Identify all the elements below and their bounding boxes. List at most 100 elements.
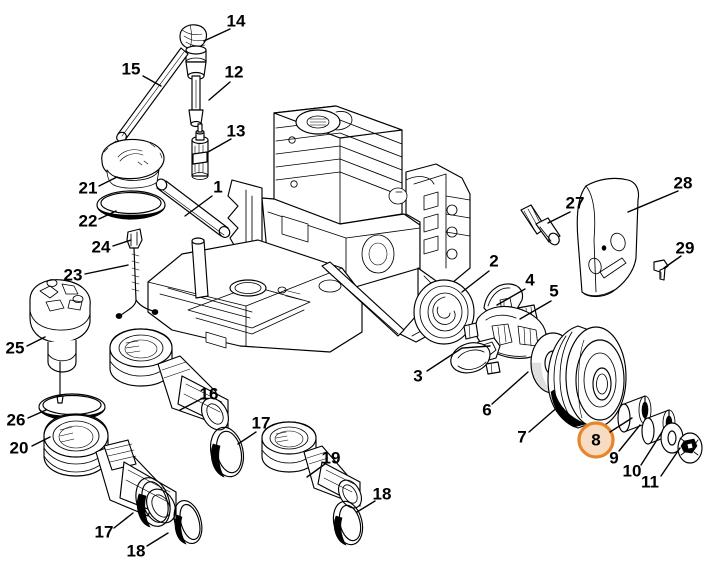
part-16-intake-elbow-upper bbox=[109, 328, 230, 431]
part-13-fuel-filter bbox=[191, 123, 209, 180]
callout-number-22[interactable]: 22 bbox=[79, 211, 98, 230]
part-11-retaining-clip bbox=[677, 432, 703, 464]
callout-leader-10 bbox=[640, 431, 663, 466]
callout-leader-29 bbox=[663, 255, 682, 269]
part-20-manifold-flange bbox=[43, 413, 177, 524]
callout-29[interactable]: 29 bbox=[663, 238, 695, 269]
part-12-fuel-pickup-stem bbox=[185, 45, 207, 128]
callout-7[interactable]: 7 bbox=[517, 404, 561, 446]
callout-number-24[interactable]: 24 bbox=[92, 237, 111, 256]
callout-15[interactable]: 15 bbox=[122, 59, 162, 87]
callout-number-18[interactable]: 18 bbox=[373, 484, 392, 503]
callout-number-13[interactable]: 13 bbox=[227, 121, 246, 140]
highlight-circle-part-8 bbox=[577, 421, 615, 459]
callout-number-18b[interactable]: 18 bbox=[127, 541, 146, 560]
callout-number-14[interactable]: 14 bbox=[227, 11, 246, 30]
callout-17b[interactable]: 17 bbox=[95, 512, 134, 541]
part-28-chain-sprocket-cover-plate bbox=[576, 177, 640, 298]
callout-number-9[interactable]: 9 bbox=[609, 448, 618, 467]
callout-leader-23 bbox=[84, 264, 129, 275]
callout-number-27[interactable]: 27 bbox=[566, 193, 585, 212]
callout-number-10[interactable]: 10 bbox=[623, 461, 642, 480]
callout-16[interactable]: 16 bbox=[179, 384, 219, 411]
callout-number-23[interactable]: 23 bbox=[64, 265, 83, 284]
callout-number-7[interactable]: 7 bbox=[517, 427, 526, 446]
callout-leader-18 bbox=[356, 500, 376, 513]
callout-number-2[interactable]: 2 bbox=[489, 251, 498, 270]
part-23-cap-retainer-chain bbox=[115, 247, 159, 319]
callout-leader-25 bbox=[26, 336, 46, 347]
part-27-collar-screw bbox=[520, 204, 561, 246]
callout-leader-6 bbox=[491, 371, 529, 405]
callout-leader-17b bbox=[113, 512, 134, 529]
callout-leader-14 bbox=[203, 28, 231, 42]
part-21-tank-cap bbox=[101, 138, 165, 189]
callout-21[interactable]: 21 bbox=[79, 176, 118, 197]
part-14-tank-vent-valve bbox=[179, 24, 208, 50]
callout-4[interactable]: 4 bbox=[496, 270, 535, 306]
callout-5[interactable]: 5 bbox=[519, 281, 559, 320]
callout-leader-22 bbox=[98, 210, 117, 220]
callout-number-21[interactable]: 21 bbox=[79, 178, 98, 197]
callout-number-17[interactable]: 17 bbox=[252, 413, 271, 432]
callout-number-16[interactable]: 16 bbox=[200, 384, 219, 403]
callout-number-1[interactable]: 1 bbox=[213, 177, 222, 196]
callout-leader-16 bbox=[179, 397, 204, 411]
callout-1[interactable]: 1 bbox=[184, 177, 223, 217]
callout-number-4[interactable]: 4 bbox=[525, 270, 535, 289]
callout-number-15[interactable]: 15 bbox=[122, 59, 141, 78]
callout-10[interactable]: 10 bbox=[623, 431, 663, 480]
callout-14[interactable]: 14 bbox=[203, 11, 246, 42]
callout-number-29[interactable]: 29 bbox=[676, 238, 695, 257]
callout-24[interactable]: 24 bbox=[92, 237, 132, 256]
callout-18[interactable]: 18 bbox=[356, 484, 392, 513]
callout-26[interactable]: 26 bbox=[7, 409, 47, 429]
callout-number-6[interactable]: 6 bbox=[482, 400, 491, 419]
part-19-intake-elbow-lower bbox=[261, 421, 363, 509]
callout-leader-18b bbox=[146, 532, 169, 547]
callout-23[interactable]: 23 bbox=[64, 264, 129, 284]
callout-number-26[interactable]: 26 bbox=[7, 410, 26, 429]
callout-number-25[interactable]: 25 bbox=[6, 338, 25, 357]
callout-27[interactable]: 27 bbox=[547, 193, 585, 224]
callout-number-20[interactable]: 20 bbox=[10, 438, 29, 457]
callout-9[interactable]: 9 bbox=[609, 424, 641, 467]
callout-number-28[interactable]: 28 bbox=[674, 173, 693, 192]
callout-19[interactable]: 19 bbox=[306, 448, 341, 478]
callout-leader-28 bbox=[627, 190, 679, 213]
callout-leader-12 bbox=[208, 81, 231, 101]
callout-28[interactable]: 28 bbox=[627, 173, 693, 213]
callout-leader-9 bbox=[618, 424, 641, 452]
part-24-retainer-clip bbox=[126, 228, 143, 249]
callout-number-3[interactable]: 3 bbox=[413, 366, 422, 385]
callout-8[interactable]: 8 bbox=[591, 417, 633, 449]
callout-18b[interactable]: 18 bbox=[127, 532, 169, 560]
callout-number-19[interactable]: 19 bbox=[322, 448, 341, 467]
callout-number-8[interactable]: 8 bbox=[591, 430, 600, 449]
callout-number-5[interactable]: 5 bbox=[549, 281, 558, 300]
callout-leader-2 bbox=[461, 270, 490, 293]
callout-leader-17 bbox=[237, 431, 257, 445]
callout-3[interactable]: 3 bbox=[413, 345, 491, 385]
callout-22[interactable]: 22 bbox=[79, 210, 117, 230]
callout-20[interactable]: 20 bbox=[10, 436, 51, 457]
callout-leader-19 bbox=[306, 463, 326, 478]
callout-25[interactable]: 25 bbox=[6, 336, 46, 357]
callout-leader-20 bbox=[31, 436, 51, 447]
callout-number-17b[interactable]: 17 bbox=[95, 522, 114, 541]
callout-12[interactable]: 12 bbox=[208, 62, 244, 101]
callout-number-11[interactable]: 11 bbox=[641, 472, 659, 491]
callout-13[interactable]: 13 bbox=[207, 121, 246, 153]
callout-leader-27 bbox=[547, 211, 571, 224]
callout-leader-13 bbox=[207, 138, 232, 153]
part-17-o-ring-left bbox=[135, 477, 171, 528]
callout-2[interactable]: 2 bbox=[461, 251, 499, 293]
callout-leader-4 bbox=[496, 288, 526, 306]
callout-6[interactable]: 6 bbox=[482, 371, 529, 419]
callout-number-12[interactable]: 12 bbox=[225, 62, 244, 81]
callout-11[interactable]: 11 bbox=[641, 447, 681, 491]
part-7-clutch-drum-sprocket bbox=[547, 325, 627, 429]
callout-leader-1 bbox=[184, 195, 213, 217]
callout-17[interactable]: 17 bbox=[237, 413, 271, 445]
